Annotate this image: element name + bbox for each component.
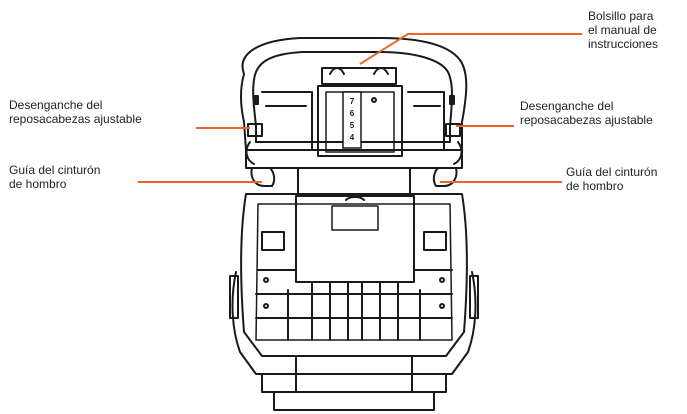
height-scale	[342, 91, 362, 149]
headrest-release-left	[247, 123, 263, 137]
callout-text: Desenganche del	[9, 98, 103, 112]
belt-guide-left	[250, 167, 276, 187]
center-plate	[295, 195, 415, 283]
backrest-frame	[240, 193, 468, 357]
belt-guide-right	[432, 167, 458, 187]
callout-text: de hombro	[566, 179, 624, 193]
seat-base	[231, 271, 477, 375]
height-number: 4	[349, 133, 355, 142]
height-number: 5	[349, 121, 355, 130]
callout-text: reposacabezas ajustable	[9, 112, 142, 126]
side-clip-left	[261, 231, 285, 251]
height-scale-numbers: 7 6 5 4	[346, 96, 358, 144]
callout-belt-guide-left: Guía del cinturón de hombro	[9, 163, 100, 191]
headrest-right-rail	[407, 91, 445, 151]
callout-headrest-release-left: Desenganche del reposacabezas ajustable	[9, 98, 142, 126]
pocket-top	[321, 67, 397, 85]
headrest-shell	[240, 37, 468, 151]
headrest-release-right	[445, 123, 461, 137]
height-number: 7	[349, 97, 355, 106]
callout-text: Bolsillo para	[588, 9, 654, 23]
headrest-inner	[252, 51, 453, 143]
callout-text: reposacabezas ajustable	[520, 113, 653, 127]
callout-belt-guide-right: Guía del cinturón de hombro	[566, 165, 657, 193]
leader-pocket	[359, 33, 582, 65]
instruction-pocket	[317, 85, 403, 157]
callout-instruction-pocket: Bolsillo para el manual de instrucciones	[588, 9, 658, 51]
height-number: 6	[349, 109, 355, 118]
headrest-left-rail	[261, 91, 313, 151]
callout-text: el manual de	[588, 23, 657, 37]
callout-text: de hombro	[9, 177, 67, 191]
callout-text: Desenganche del	[520, 99, 614, 113]
callout-text: instrucciones	[588, 37, 659, 51]
callout-headrest-release-right: Desenganche del reposacabezas ajustable	[520, 99, 653, 127]
callout-text: Guía del cinturón	[9, 163, 101, 177]
callout-text: Guía del cinturón	[566, 165, 658, 179]
side-clip-right	[423, 231, 447, 251]
